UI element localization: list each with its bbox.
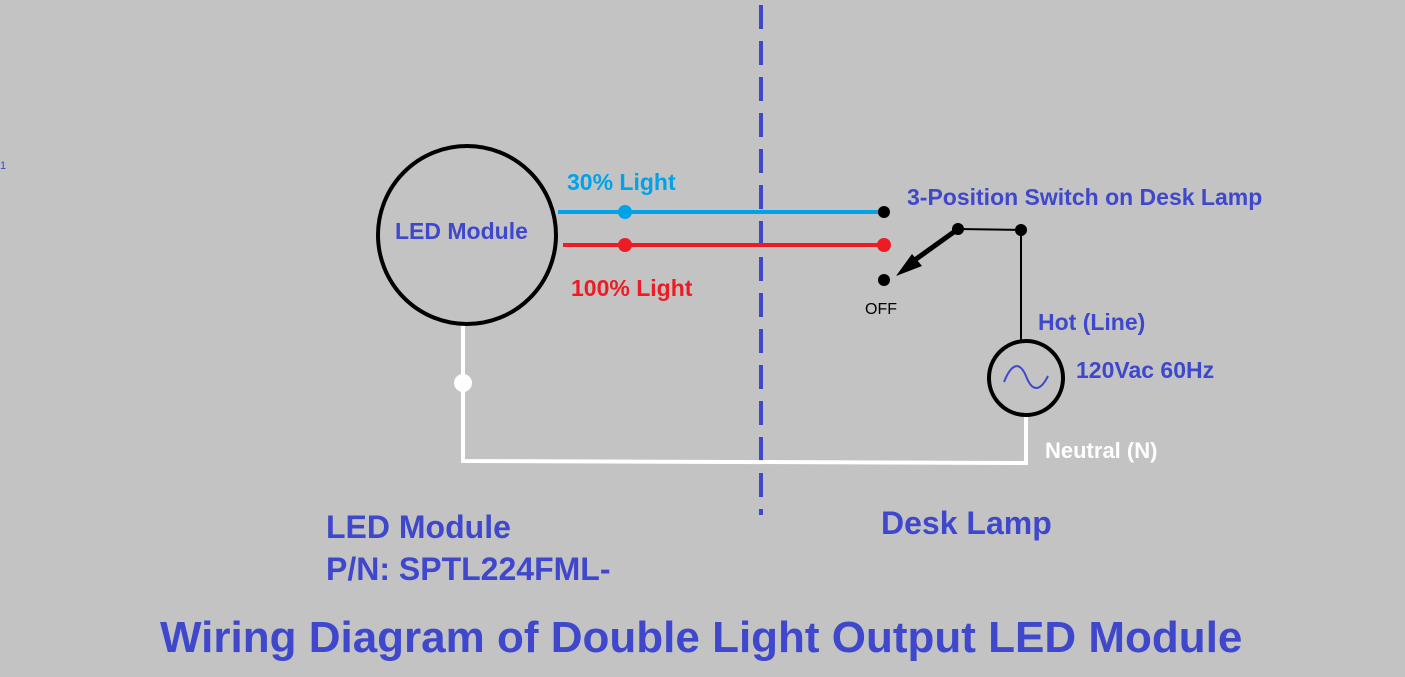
switch-label: 3-Position Switch on Desk Lamp [907,184,1262,210]
wire-30-node [618,205,632,219]
wire-100-node [618,238,632,252]
diagram-title: Wiring Diagram of Double Light Output LE… [160,613,1242,662]
module-section-title: LED Module [326,509,511,545]
neutral-wire [461,326,1028,466]
switch-arrowhead-icon [896,254,922,276]
switch-pivot [952,223,964,235]
switch-lever [910,226,960,265]
module-part-number: P/N: SPTL224FML- [326,551,610,587]
sine-wave-icon [1003,365,1049,389]
switch-terminal-100 [877,238,891,252]
switch-pivot-wire [957,228,1022,231]
label-100-light: 100% Light [571,275,693,301]
led-module-circle [376,144,558,326]
hot-line-label: Hot (Line) [1038,309,1145,335]
desk-lamp-section-title: Desk Lamp [881,505,1052,541]
ac-source-circle [987,339,1065,417]
label-30-light: 30% Light [567,169,676,195]
edge-mark: 1 [0,160,6,172]
switch-terminal-30 [878,206,890,218]
source-label: 120Vac 60Hz [1076,357,1214,383]
neutral-node [454,374,472,392]
switch-terminal-off [878,274,890,286]
neutral-label: Neutral (N) [1045,438,1157,463]
led-module-circle-label: LED Module [395,218,528,244]
off-label: OFF [865,301,897,318]
